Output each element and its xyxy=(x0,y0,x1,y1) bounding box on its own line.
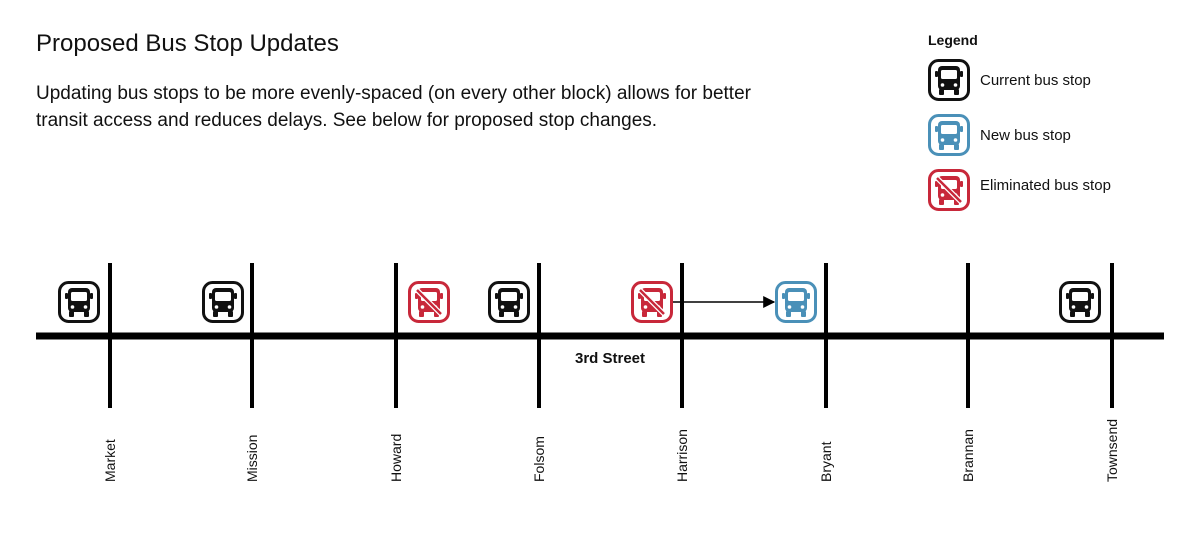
eliminated-bus-stop-icon xyxy=(408,281,450,323)
cross-street-label-howard: Howard xyxy=(388,434,404,482)
cross-street-label-bryant: Bryant xyxy=(818,441,834,482)
new-bus-stop-icon xyxy=(775,281,817,323)
cross-street-label-brannan: Brannan xyxy=(960,429,976,482)
current-bus-stop-icon xyxy=(58,281,100,323)
street-name-label: 3rd Street xyxy=(575,350,645,367)
current-bus-stop-icon xyxy=(202,281,244,323)
legend-label-eliminated: Eliminated bus stop xyxy=(980,176,1111,194)
current-bus-stop-icon xyxy=(928,59,970,101)
legend: Legend Current bus stop New bus stop Eli… xyxy=(928,32,1188,211)
cross-street-label-mission: Mission xyxy=(244,435,260,482)
legend-title: Legend xyxy=(928,32,978,48)
current-bus-stop-icon xyxy=(1059,281,1101,323)
cross-street-label-townsend: Townsend xyxy=(1104,419,1120,482)
cross-street-label-folsom: Folsom xyxy=(531,436,547,482)
eliminated-bus-stop-icon xyxy=(928,169,970,211)
legend-item-new: New bus stop xyxy=(928,113,1071,157)
new-bus-stop-icon xyxy=(928,114,970,156)
page-title: Proposed Bus Stop Updates xyxy=(36,30,339,57)
eliminated-bus-stop-icon xyxy=(631,281,673,323)
legend-label-new: New bus stop xyxy=(980,126,1071,144)
legend-item-current: Current bus stop xyxy=(928,58,1091,102)
legend-item-eliminated: Eliminated bus stop xyxy=(928,168,1111,212)
cross-street-label-harrison: Harrison xyxy=(674,429,690,482)
legend-label-current: Current bus stop xyxy=(980,71,1091,89)
cross-street-label-market: Market xyxy=(102,439,118,482)
current-bus-stop-icon xyxy=(488,281,530,323)
page-description: Updating bus stops to be more evenly-spa… xyxy=(36,83,751,131)
